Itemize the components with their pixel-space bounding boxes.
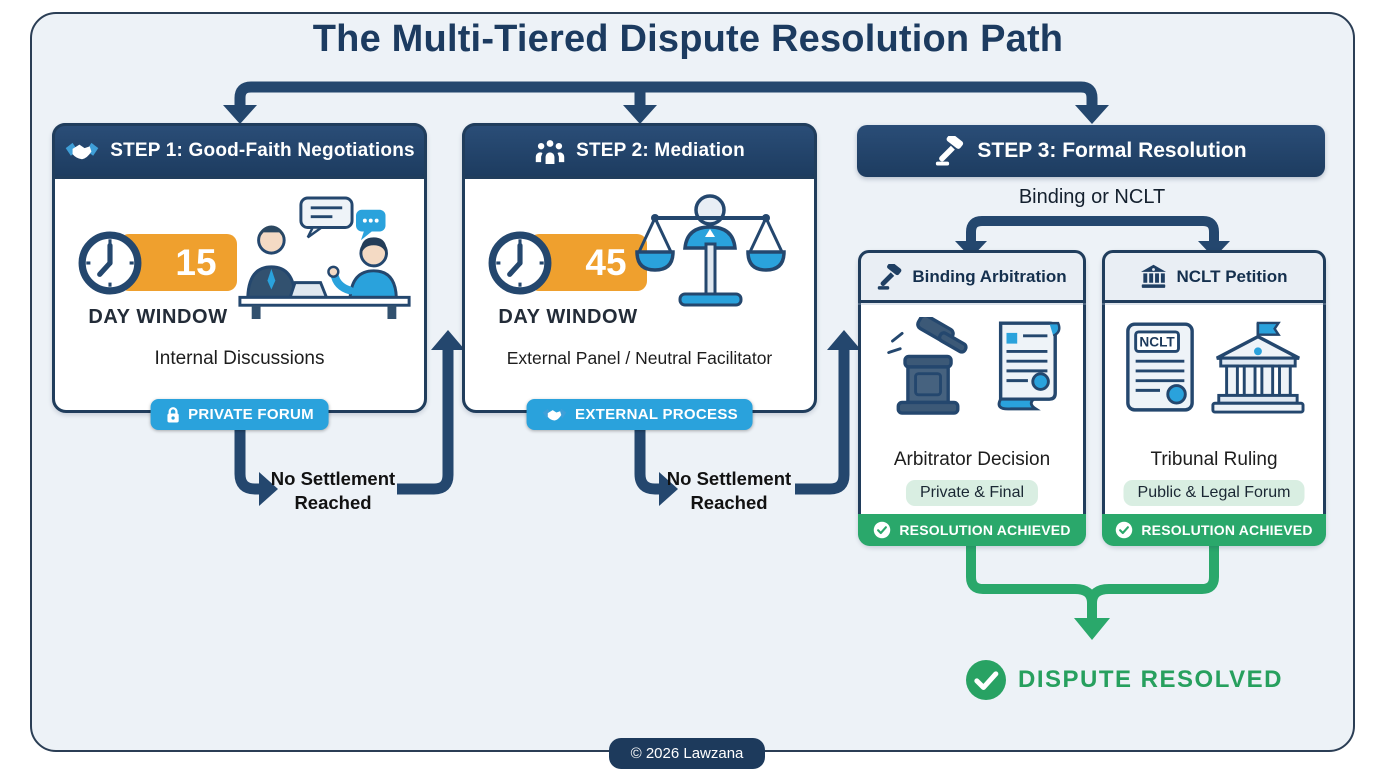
step1-header-label: STEP 1: Good-Faith Negotiations	[110, 140, 415, 161]
bank-icon	[1140, 264, 1167, 289]
external-process-badge: EXTERNAL PROCESS	[526, 399, 753, 430]
binding-arbitration-header: Binding Arbitration	[858, 250, 1086, 303]
step2-card: STEP 2: Mediation 45 DAY WINDOW External…	[462, 123, 817, 430]
dispute-resolved: DISPUTE RESOLVED	[966, 660, 1283, 700]
nclt-document-icon: NCLT	[1126, 322, 1194, 412]
nclt-tag: Public & Legal Forum	[1123, 480, 1305, 506]
gavel-icon	[935, 136, 965, 166]
check-circle-icon	[966, 660, 1006, 700]
mediation-people-icon	[534, 139, 566, 164]
arbitration-footer: RESOLUTION ACHIEVED	[858, 514, 1086, 546]
scroll-document-icon	[997, 321, 1061, 411]
step1-description: Internal Discussions	[154, 348, 325, 369]
nclt-petition-header: NCLT Petition	[1102, 250, 1326, 303]
nclt-result: Tribunal Ruling	[1150, 449, 1278, 470]
step1-card: STEP 1: Good-Faith Negotiations 15 DAY W…	[52, 123, 427, 430]
step3-header-label: STEP 3: Formal Resolution	[977, 139, 1247, 162]
clock-icon	[487, 230, 553, 296]
arbitration-icons	[861, 315, 1083, 415]
binding-arbitration-card: Binding Arbitration Arbi	[858, 250, 1086, 546]
discussion-illustration	[238, 196, 411, 320]
handshake-icon	[541, 407, 567, 423]
no-settlement-label-1: No Settlement Reached	[270, 468, 396, 514]
branch-label: Binding or NCLT	[1018, 186, 1166, 208]
step2-description: External Panel / Neutral Facilitator	[506, 348, 773, 368]
nclt-doc-label: NCLT	[1139, 335, 1175, 350]
check-circle-icon	[873, 521, 891, 539]
step1-header: STEP 1: Good-Faith Negotiations	[52, 123, 427, 179]
lock-icon	[165, 406, 180, 424]
binding-arbitration-title: Binding Arbitration	[912, 266, 1067, 286]
arbitration-footer-label: RESOLUTION ACHIEVED	[899, 522, 1071, 538]
nclt-petition-title: NCLT Petition	[1176, 266, 1288, 286]
podium-gavel-icon	[887, 317, 968, 415]
step3-header: STEP 3: Formal Resolution	[857, 125, 1325, 177]
no-settlement-label-2: No Settlement Reached	[666, 468, 792, 514]
private-forum-badge: PRIVATE FORUM	[150, 399, 329, 430]
clock-icon	[77, 230, 143, 296]
private-forum-label: PRIVATE FORUM	[188, 406, 314, 423]
gavel-icon	[877, 264, 903, 290]
page-title: The Multi-Tiered Dispute Resolution Path	[312, 18, 1064, 60]
nclt-petition-card: NCLT Petition NCLT Tribunal Ruling	[1102, 250, 1326, 546]
external-process-label: EXTERNAL PROCESS	[575, 406, 738, 423]
step2-timer: 45	[487, 230, 667, 296]
scales-illustration	[635, 194, 786, 307]
check-circle-icon	[1115, 521, 1133, 539]
dispute-resolved-label: DISPUTE RESOLVED	[1018, 666, 1283, 693]
handshake-icon	[64, 140, 100, 163]
step1-day-window-label: DAY WINDOW	[88, 306, 228, 328]
nclt-footer: RESOLUTION ACHIEVED	[1102, 514, 1326, 546]
step1-timer: 15	[77, 230, 257, 296]
copyright-badge: © 2026 Lawzana	[609, 738, 765, 769]
nclt-icons: NCLT	[1105, 315, 1323, 415]
nclt-footer-label: RESOLUTION ACHIEVED	[1141, 522, 1313, 538]
arbitration-result: Arbitrator Decision	[893, 449, 1051, 470]
step2-day-window-label: DAY WINDOW	[498, 306, 638, 328]
step2-header-label: STEP 2: Mediation	[576, 140, 745, 161]
courthouse-icon	[1211, 321, 1305, 414]
step2-header: STEP 2: Mediation	[462, 123, 817, 179]
arbitration-tag: Private & Final	[905, 480, 1039, 506]
